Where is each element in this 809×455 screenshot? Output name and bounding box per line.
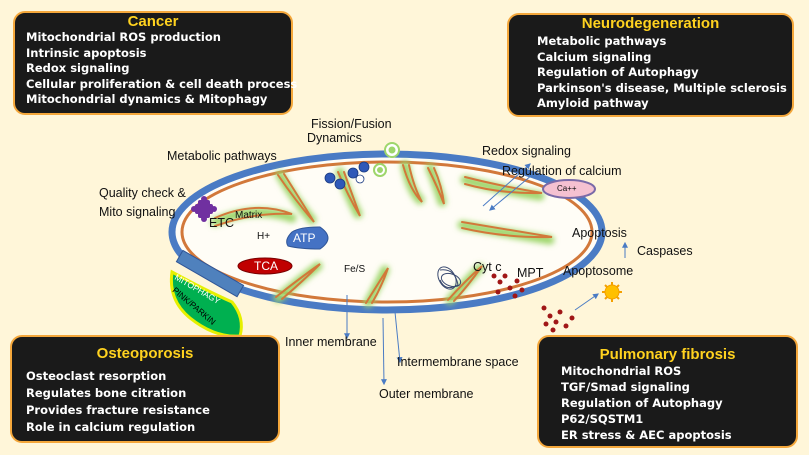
list-item: Regulation of Autophagy xyxy=(537,65,699,79)
apoptosis-label: Apoptosis xyxy=(572,226,627,240)
list-item: Role in calcium regulation xyxy=(26,420,196,434)
list-item: Cellular proliferation & cell death proc… xyxy=(26,76,298,91)
mpt-dots xyxy=(491,273,575,333)
mito-signaling-label: Mito signaling xyxy=(99,205,176,219)
list-item: Osteoclast resorption xyxy=(26,369,167,383)
list-item: ER stress & AEC apoptosis xyxy=(561,428,732,442)
cristae xyxy=(210,160,555,308)
hplus-label: H+ xyxy=(257,231,271,242)
redox-signaling-label: Redox signaling xyxy=(482,144,571,158)
caspases-label: Caspases xyxy=(637,244,693,258)
pulmonary-fibrosis-title: Pulmonary fibrosis xyxy=(599,346,736,363)
gear-icon xyxy=(373,142,400,177)
quality-check-label: Quality check & xyxy=(99,186,186,200)
mpt-label: MPT xyxy=(517,266,544,280)
calcium-ion-label: Ca++ xyxy=(557,184,577,193)
etc-label: ETC xyxy=(209,216,234,230)
pulmonary-fibrosis-list: Mitochondrial ROS TGF/Smad signaling Reg… xyxy=(561,363,732,443)
neurodegeneration-box: Neurodegeneration Metabolic pathways Cal… xyxy=(507,13,794,117)
inner-membrane-label: Inner membrane xyxy=(285,335,377,349)
list-item: Intrinsic apoptosis xyxy=(26,45,147,60)
list-item: Amyloid pathway xyxy=(537,96,649,110)
tca-label: TCA xyxy=(254,259,278,273)
regulation-calcium-label: Regulation of calcium xyxy=(502,164,622,178)
pulmonary-fibrosis-box: Pulmonary fibrosis Mitochondrial ROS TGF… xyxy=(537,335,798,448)
osteoporosis-list: Osteoclast resorption Regulates bone cit… xyxy=(26,368,210,436)
list-item: P62/SQSTM1 xyxy=(561,412,644,426)
list-item: Mitochondrial ROS xyxy=(561,364,682,378)
list-item: Parkinson's disease, Multiple sclerosis xyxy=(537,80,787,95)
mitophagy-band xyxy=(175,249,245,298)
cytc-tangle xyxy=(437,266,462,290)
neurodegeneration-title: Neurodegeneration xyxy=(581,15,720,32)
list-item: Provides fracture resistance xyxy=(26,403,210,417)
cancer-box: Cancer Mitochondrial ROS production Intr… xyxy=(13,11,297,115)
cytc-label: Cyt c xyxy=(473,260,502,274)
calcium-shape xyxy=(542,179,596,199)
matrix-label: Matrix xyxy=(235,210,263,221)
osteoporosis-box: Osteoporosis Osteoclast resorption Regul… xyxy=(10,335,280,443)
list-item: Regulates bone citration xyxy=(26,386,187,400)
dynamics-label: Dynamics xyxy=(307,131,362,145)
arrows xyxy=(344,163,628,386)
intermembrane-space-label: Intermembrane space xyxy=(397,355,519,369)
list-item: TGF/Smad signaling xyxy=(561,380,690,394)
fes-label: Fe/S xyxy=(344,264,366,275)
cancer-title: Cancer xyxy=(127,13,179,30)
list-item: Regulation of Autophagy xyxy=(561,396,723,410)
osteoporosis-title: Osteoporosis xyxy=(96,345,194,362)
neurodegeneration-list: Metabolic pathways Calcium signaling Reg… xyxy=(537,34,787,112)
list-item: Calcium signaling xyxy=(537,49,652,64)
metabolic-pathways-label: Metabolic pathways xyxy=(167,149,277,163)
atp-label: ATP xyxy=(293,231,316,245)
tca-shape xyxy=(237,257,293,275)
sun-icon xyxy=(602,282,622,302)
outer-membrane-label: Outer membrane xyxy=(379,387,474,401)
list-item: Metabolic pathways xyxy=(537,34,667,48)
apoptosome-label: Apoptosome xyxy=(563,264,634,278)
atp-shape xyxy=(286,226,329,250)
quality-check-icon xyxy=(191,196,217,222)
list-item: Mitochondrial ROS production xyxy=(26,30,221,44)
list-item: Mitochondrial dynamics & Mitophagy xyxy=(26,92,268,106)
cancer-list: Mitochondrial ROS production Intrinsic a… xyxy=(26,30,297,108)
inner-membrane xyxy=(180,160,594,304)
fission-fusion-label: Fission/Fusion xyxy=(311,117,392,131)
list-item: Redox signaling xyxy=(26,61,130,75)
dynamics-dots xyxy=(324,161,370,190)
